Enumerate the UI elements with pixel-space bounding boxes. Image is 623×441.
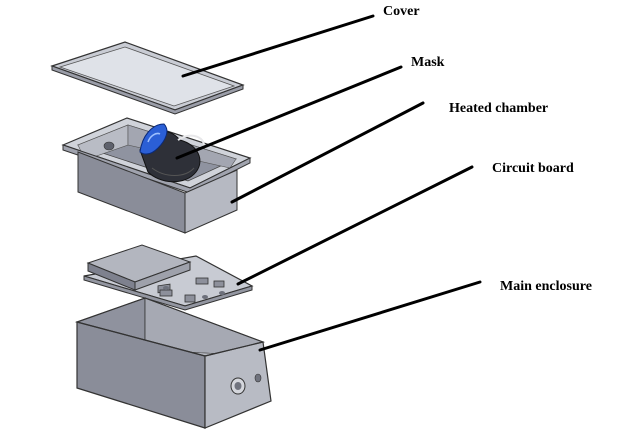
main-enclosure-part xyxy=(74,297,272,429)
leader-line-main-enclosure xyxy=(258,280,482,352)
circuit-board-label: Circuit board xyxy=(492,161,574,176)
leader-line-cover xyxy=(181,14,375,78)
cover-part xyxy=(50,41,245,115)
leader-line-heated-chamber xyxy=(230,101,425,204)
main-enclosure-label: Main enclosure xyxy=(500,279,592,294)
circuit-board-part xyxy=(83,244,254,311)
leader-lines xyxy=(175,14,482,352)
mask-part xyxy=(139,123,205,183)
cover-label: Cover xyxy=(383,4,420,19)
heated-chamber-label: Heated chamber xyxy=(449,101,549,116)
mask-label: Mask xyxy=(411,55,445,70)
leader-line-circuit-board xyxy=(236,165,474,286)
leader-line-mask xyxy=(175,65,403,160)
